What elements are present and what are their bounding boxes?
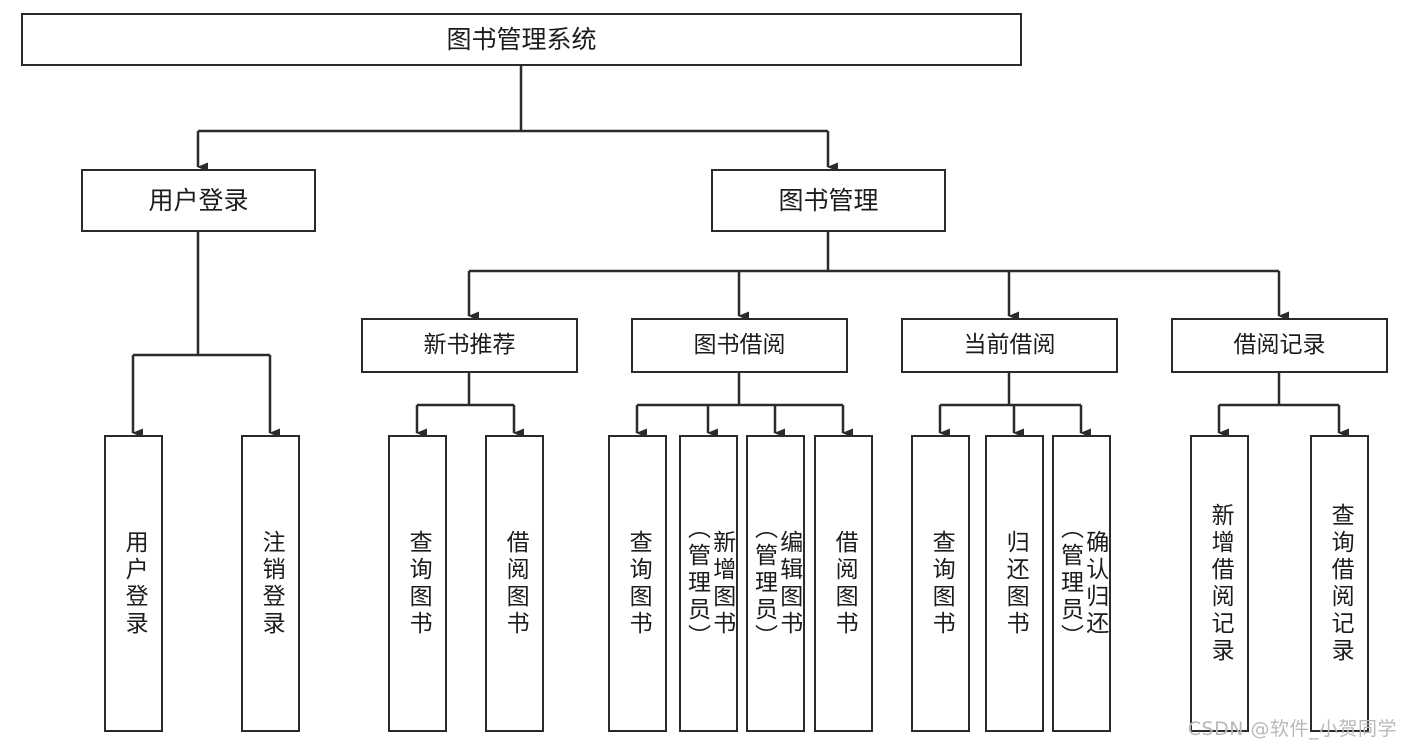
node-leaf-query-book-new[interactable]: 查询图书 bbox=[388, 435, 447, 732]
node-label: 借阅记录 bbox=[1233, 331, 1326, 358]
node-label: 新书推荐 bbox=[423, 331, 516, 358]
node-label: 查询图书 bbox=[625, 529, 652, 638]
csdn-watermark: CSDN @软件_小贺同学 bbox=[1187, 718, 1397, 740]
node-label: 注销登录 bbox=[258, 529, 285, 638]
node-book-management-module[interactable]: 图书管理 bbox=[711, 169, 946, 232]
node-label: 借阅图书 bbox=[502, 529, 529, 638]
node-leaf-borrow-book[interactable]: 借阅图书 bbox=[814, 435, 873, 732]
node-leaf-user-login[interactable]: 用户登录 bbox=[104, 435, 163, 732]
node-label: 查询图书 bbox=[405, 529, 432, 638]
node-leaf-confirm-return-admin[interactable]: 确认归还 （管理员） bbox=[1052, 435, 1111, 732]
node-borrow-record[interactable]: 借阅记录 bbox=[1171, 318, 1388, 373]
node-user-login-module[interactable]: 用户登录 bbox=[81, 169, 316, 232]
node-leaf-query-book-borrow[interactable]: 查询图书 bbox=[608, 435, 667, 732]
node-leaf-add-borrow-record[interactable]: 新增借阅记录 bbox=[1190, 435, 1249, 732]
node-label: 查询借阅记录 bbox=[1327, 502, 1354, 665]
node-label: 图书借阅 bbox=[693, 331, 786, 358]
node-label: 图书管理 bbox=[778, 185, 879, 215]
node-label: 编辑图书 （管理员） bbox=[750, 516, 802, 651]
node-label: 用户登录 bbox=[148, 185, 249, 215]
node-label: 确认归还 （管理员） bbox=[1056, 516, 1108, 651]
node-leaf-borrow-book-new[interactable]: 借阅图书 bbox=[485, 435, 544, 732]
node-book-borrow[interactable]: 图书借阅 bbox=[631, 318, 848, 373]
node-leaf-return-book[interactable]: 归还图书 bbox=[985, 435, 1044, 732]
node-label: 当前借阅 bbox=[963, 331, 1056, 358]
node-leaf-edit-book-admin[interactable]: 编辑图书 （管理员） bbox=[746, 435, 805, 732]
node-leaf-query-borrow-record[interactable]: 查询借阅记录 bbox=[1310, 435, 1369, 732]
node-label: 用户登录 bbox=[121, 529, 148, 638]
node-label: 新增图书 （管理员） bbox=[683, 516, 735, 651]
node-current-borrow[interactable]: 当前借阅 bbox=[901, 318, 1118, 373]
node-leaf-query-book-current[interactable]: 查询图书 bbox=[911, 435, 970, 732]
node-leaf-add-book-admin[interactable]: 新增图书 （管理员） bbox=[679, 435, 738, 732]
node-label: 图书管理系统 bbox=[446, 24, 597, 54]
node-leaf-user-logout[interactable]: 注销登录 bbox=[241, 435, 300, 732]
node-label: 借阅图书 bbox=[831, 529, 858, 638]
node-new-book-recommend[interactable]: 新书推荐 bbox=[361, 318, 578, 373]
node-label: 新增借阅记录 bbox=[1207, 502, 1234, 665]
node-label: 归还图书 bbox=[1002, 529, 1029, 638]
node-root-system[interactable]: 图书管理系统 bbox=[21, 13, 1022, 66]
node-label: 查询图书 bbox=[928, 529, 955, 638]
